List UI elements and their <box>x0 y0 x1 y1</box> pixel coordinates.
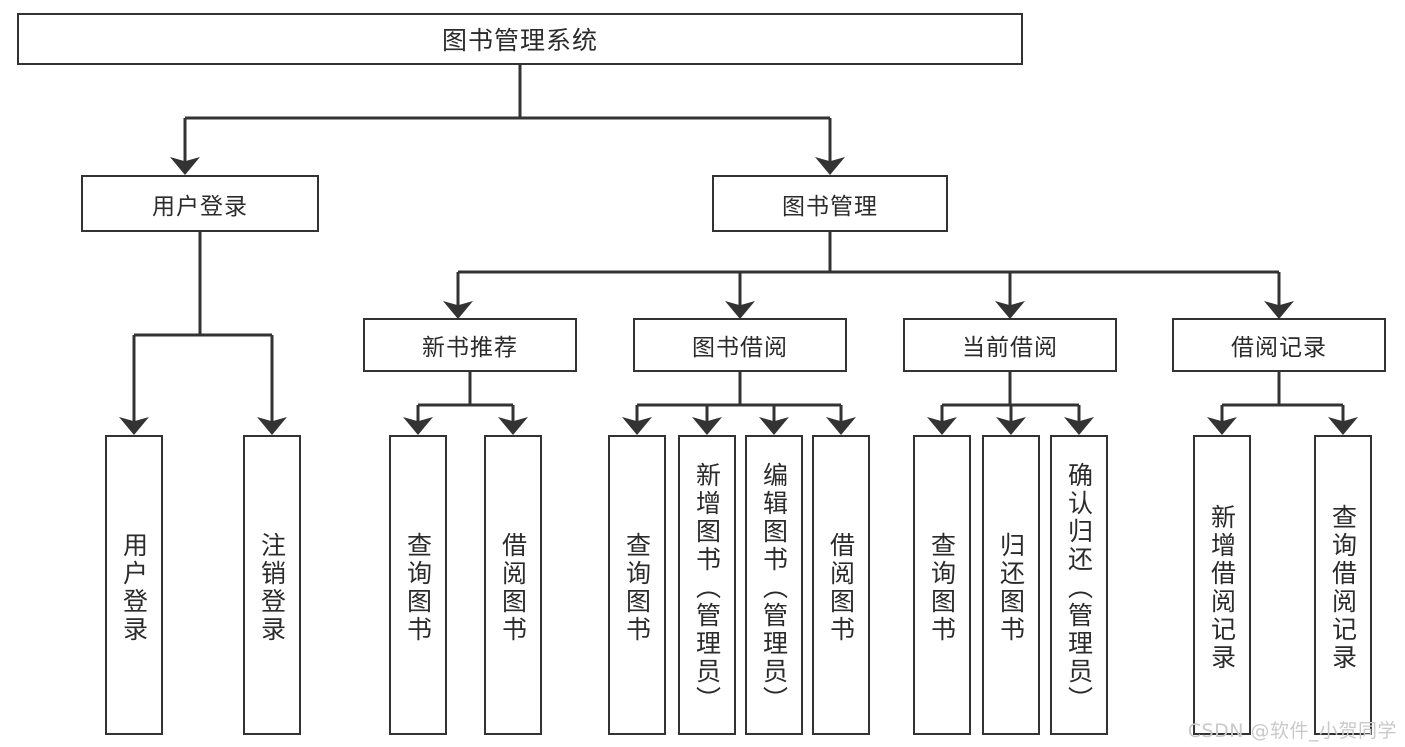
node-borrow-record-label: 借阅记录 <box>1231 335 1327 361</box>
leaf-newbook-query-book-label: 查询图书 <box>403 532 433 644</box>
leaf-user-login-label: 用户登录 <box>119 532 149 644</box>
leaf-newbook-borrow-book-label: 借阅图书 <box>498 532 528 644</box>
node-root-system[interactable]: 图书管理系统 <box>17 13 1023 65</box>
leaf-current-query-book[interactable]: 查询图书 <box>913 435 971 735</box>
leaf-user-login[interactable]: 用户登录 <box>105 435 163 735</box>
leaf-record-query-record-label: 查询借阅记录 <box>1328 504 1358 672</box>
node-book-borrow[interactable]: 图书借阅 <box>633 318 847 372</box>
leaf-borrow-add-book-admin-label: 新增图书（管理员） <box>692 462 722 714</box>
leaf-newbook-query-book[interactable]: 查询图书 <box>389 435 447 735</box>
leaf-record-add-record-label: 新增借阅记录 <box>1207 504 1237 672</box>
leaf-current-return-book[interactable]: 归还图书 <box>982 435 1040 735</box>
leaf-current-confirm-return-admin[interactable]: 确认归还（管理员） <box>1050 435 1108 735</box>
leaf-borrow-lend-book[interactable]: 借阅图书 <box>812 435 870 735</box>
leaf-record-query-record[interactable]: 查询借阅记录 <box>1314 435 1372 735</box>
leaf-borrow-query-book-label: 查询图书 <box>622 532 652 644</box>
leaf-user-logout-label: 注销登录 <box>257 532 287 644</box>
leaf-current-return-book-label: 归还图书 <box>996 532 1026 644</box>
leaf-borrow-lend-book-label: 借阅图书 <box>826 532 856 644</box>
node-user-login[interactable]: 用户登录 <box>81 175 319 232</box>
leaf-borrow-edit-book-admin-label: 编辑图书（管理员） <box>759 462 789 714</box>
node-new-book-recommend-label: 新书推荐 <box>422 335 518 361</box>
leaf-newbook-borrow-book[interactable]: 借阅图书 <box>484 435 542 735</box>
node-book-management[interactable]: 图书管理 <box>712 175 948 232</box>
leaf-borrow-edit-book-admin[interactable]: 编辑图书（管理员） <box>745 435 803 735</box>
node-new-book-recommend[interactable]: 新书推荐 <box>363 318 577 372</box>
node-book-borrow-label: 图书借阅 <box>692 335 788 361</box>
leaf-current-query-book-label: 查询图书 <box>927 532 957 644</box>
node-root-label: 图书管理系统 <box>441 26 598 55</box>
node-book-management-label: 图书管理 <box>782 193 878 220</box>
node-current-borrow[interactable]: 当前借阅 <box>903 318 1117 372</box>
leaf-borrow-add-book-admin[interactable]: 新增图书（管理员） <box>678 435 736 735</box>
leaf-current-confirm-return-admin-label: 确认归还（管理员） <box>1064 462 1094 714</box>
node-user-login-label: 用户登录 <box>152 193 248 220</box>
node-current-borrow-label: 当前借阅 <box>962 335 1058 361</box>
node-borrow-record[interactable]: 借阅记录 <box>1172 318 1386 372</box>
csdn-watermark: CSDN @软件_小贺同学 <box>1187 720 1397 742</box>
leaf-borrow-query-book[interactable]: 查询图书 <box>608 435 666 735</box>
leaf-user-logout[interactable]: 注销登录 <box>243 435 301 735</box>
leaf-record-add-record[interactable]: 新增借阅记录 <box>1193 435 1251 735</box>
